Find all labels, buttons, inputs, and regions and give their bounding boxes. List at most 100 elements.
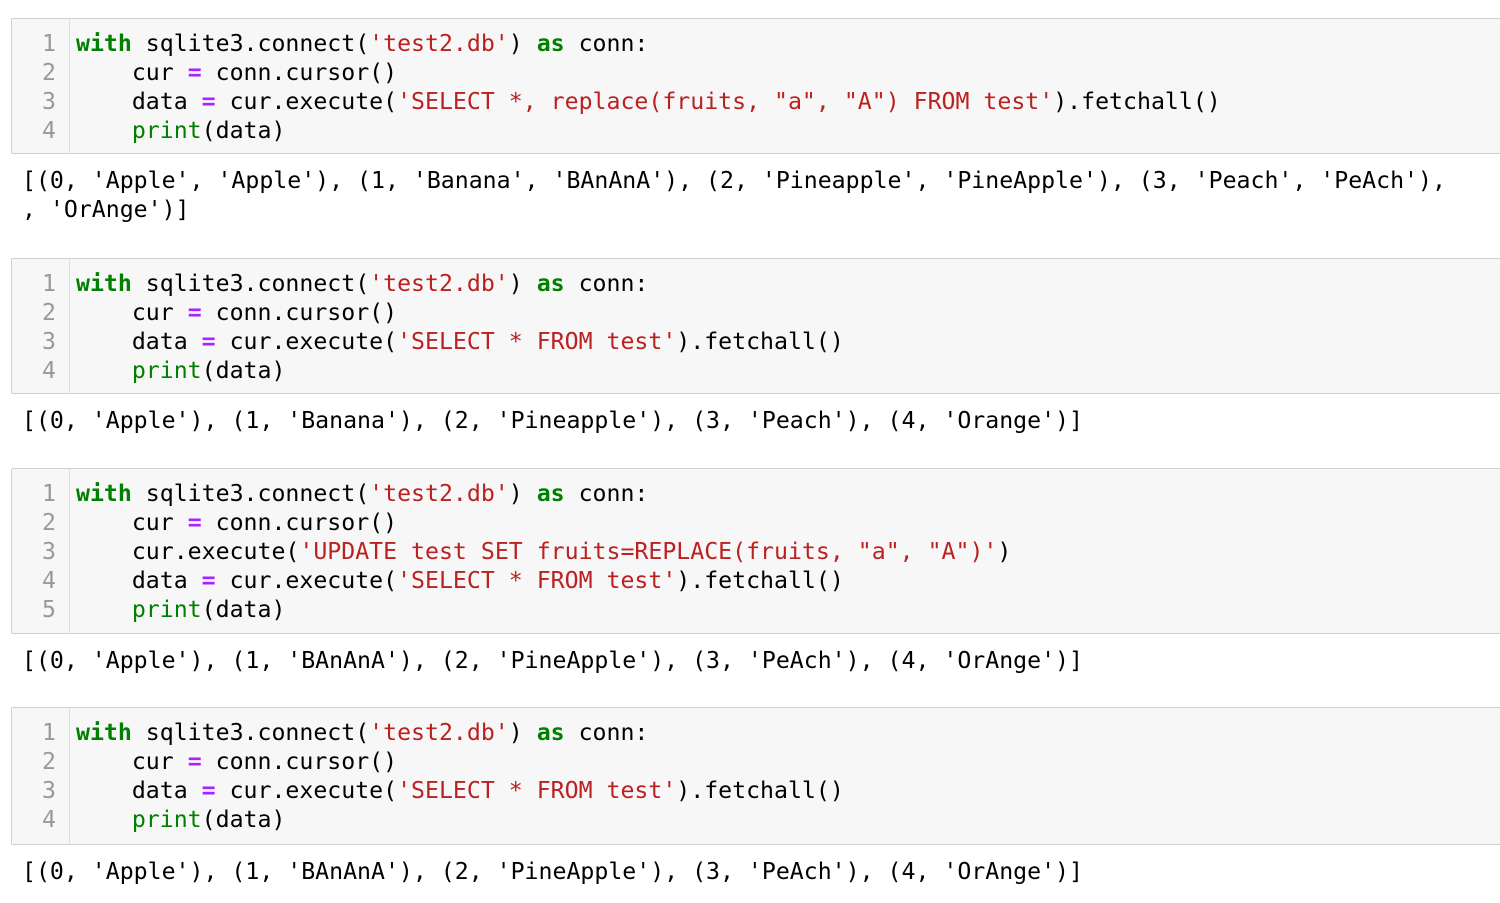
line-number: 3	[42, 88, 56, 115]
code-token: ).fetchall()	[676, 328, 844, 355]
code-line: cur = conn.cursor()	[76, 298, 397, 327]
code-token: print	[131, 596, 202, 623]
line-number: 5	[42, 596, 56, 623]
code-line: cur = conn.cursor()	[76, 747, 397, 776]
code-token: ).fetchall()	[676, 567, 844, 594]
code-token: data	[76, 777, 202, 804]
code-token: )	[508, 719, 537, 746]
code-token: cur	[76, 59, 188, 86]
code-token: (data)	[201, 117, 286, 144]
cell-output-line: [(0, 'Apple'), (1, 'Banana'), (2, 'Pinea…	[22, 407, 1083, 434]
code-line: with sqlite3.connect('test2.db') as conn…	[76, 29, 648, 58]
code-token: cur.execute(	[215, 777, 398, 804]
code-token: 'test2.db'	[369, 719, 509, 746]
code-token: as	[536, 719, 565, 746]
code-token: conn.cursor()	[201, 59, 398, 86]
code-line: print(data)	[76, 356, 286, 385]
line-number: 2	[42, 299, 56, 326]
code-token: (data)	[201, 596, 286, 623]
line-number: 2	[42, 748, 56, 775]
line-number: 1	[42, 719, 56, 746]
line-number-gutter	[12, 259, 70, 393]
code-cell-input[interactable]: 1 with sqlite3.connect('test2.db') as con…	[11, 707, 1500, 845]
code-token: sqlite3.connect(	[131, 270, 370, 297]
code-token: ).fetchall()	[1053, 88, 1221, 115]
line-number: 4	[42, 806, 56, 833]
code-token: as	[536, 30, 565, 57]
line-number: 3	[42, 538, 56, 565]
code-line: with sqlite3.connect('test2.db') as conn…	[76, 718, 648, 747]
code-token: =	[201, 567, 216, 594]
code-token: =	[201, 88, 216, 115]
cell-output-line: [(0, 'Apple', 'Apple'), (1, 'Banana', 'B…	[22, 167, 1446, 194]
code-token	[76, 117, 132, 144]
code-token: 'UPDATE test SET fruits=REPLACE(fruits, …	[299, 538, 998, 565]
code-token: 'SELECT * FROM test'	[397, 777, 677, 804]
code-token: with	[76, 719, 132, 746]
code-line: data = cur.execute('SELECT *, replace(fr…	[76, 87, 1221, 116]
code-token: (data)	[201, 806, 286, 833]
code-token: print	[131, 117, 202, 144]
code-token: )	[997, 538, 1012, 565]
code-token: data	[76, 567, 202, 594]
line-number: 1	[42, 270, 56, 297]
code-line: print(data)	[76, 116, 286, 145]
code-token: sqlite3.connect(	[131, 480, 370, 507]
code-line: with sqlite3.connect('test2.db') as conn…	[76, 269, 648, 298]
code-token: as	[536, 270, 565, 297]
code-token: with	[76, 480, 132, 507]
code-token: =	[187, 299, 202, 326]
code-token: 'SELECT * FROM test'	[397, 328, 677, 355]
code-token: )	[508, 480, 537, 507]
line-number: 3	[42, 777, 56, 804]
code-line: data = cur.execute('SELECT * FROM test')…	[76, 776, 844, 805]
code-token: conn:	[564, 719, 649, 746]
code-line: print(data)	[76, 805, 286, 834]
line-number-gutter	[12, 708, 70, 844]
code-token: cur.execute(	[215, 88, 398, 115]
code-token: cur	[76, 509, 188, 536]
code-line: cur = conn.cursor()	[76, 508, 397, 537]
code-line: print(data)	[76, 595, 286, 624]
cell-output-line: , 'OrAnge')]	[22, 196, 190, 223]
code-token: =	[201, 777, 216, 804]
code-token: (data)	[201, 357, 286, 384]
code-token: conn.cursor()	[201, 748, 398, 775]
code-token: 'test2.db'	[369, 30, 509, 57]
code-token: =	[187, 748, 202, 775]
code-token: data	[76, 328, 202, 355]
code-token: 'SELECT *, replace(fruits, "a", "A") FRO…	[397, 88, 1054, 115]
code-token: 'test2.db'	[369, 480, 509, 507]
code-token: conn.cursor()	[201, 509, 398, 536]
cell-output-line: [(0, 'Apple'), (1, 'BAnAnA'), (2, 'PineA…	[22, 647, 1083, 674]
code-token: 'SELECT * FROM test'	[397, 567, 677, 594]
code-cell-input[interactable]: 1 with sqlite3.connect('test2.db') as con…	[11, 258, 1500, 394]
code-token: cur.execute(	[76, 538, 300, 565]
code-line: data = cur.execute('SELECT * FROM test')…	[76, 327, 844, 356]
code-token: with	[76, 30, 132, 57]
code-token: conn:	[564, 480, 649, 507]
code-token: =	[187, 59, 202, 86]
code-token: cur	[76, 748, 188, 775]
line-number: 4	[42, 117, 56, 144]
code-token: data	[76, 88, 202, 115]
code-token: conn:	[564, 30, 649, 57]
cell-output-line: [(0, 'Apple'), (1, 'BAnAnA'), (2, 'PineA…	[22, 858, 1083, 885]
line-number: 3	[42, 328, 56, 355]
code-token	[76, 806, 132, 833]
code-token: sqlite3.connect(	[131, 719, 370, 746]
code-token: with	[76, 270, 132, 297]
code-line: with sqlite3.connect('test2.db') as conn…	[76, 479, 648, 508]
code-token: sqlite3.connect(	[131, 30, 370, 57]
line-number: 2	[42, 59, 56, 86]
code-token: =	[187, 509, 202, 536]
line-number: 4	[42, 567, 56, 594]
code-token	[76, 596, 132, 623]
code-token: conn:	[564, 270, 649, 297]
code-token: cur.execute(	[215, 567, 398, 594]
code-line: data = cur.execute('SELECT * FROM test')…	[76, 566, 844, 595]
code-token: ).fetchall()	[676, 777, 844, 804]
code-line: cur.execute('UPDATE test SET fruits=REPL…	[76, 537, 1012, 566]
